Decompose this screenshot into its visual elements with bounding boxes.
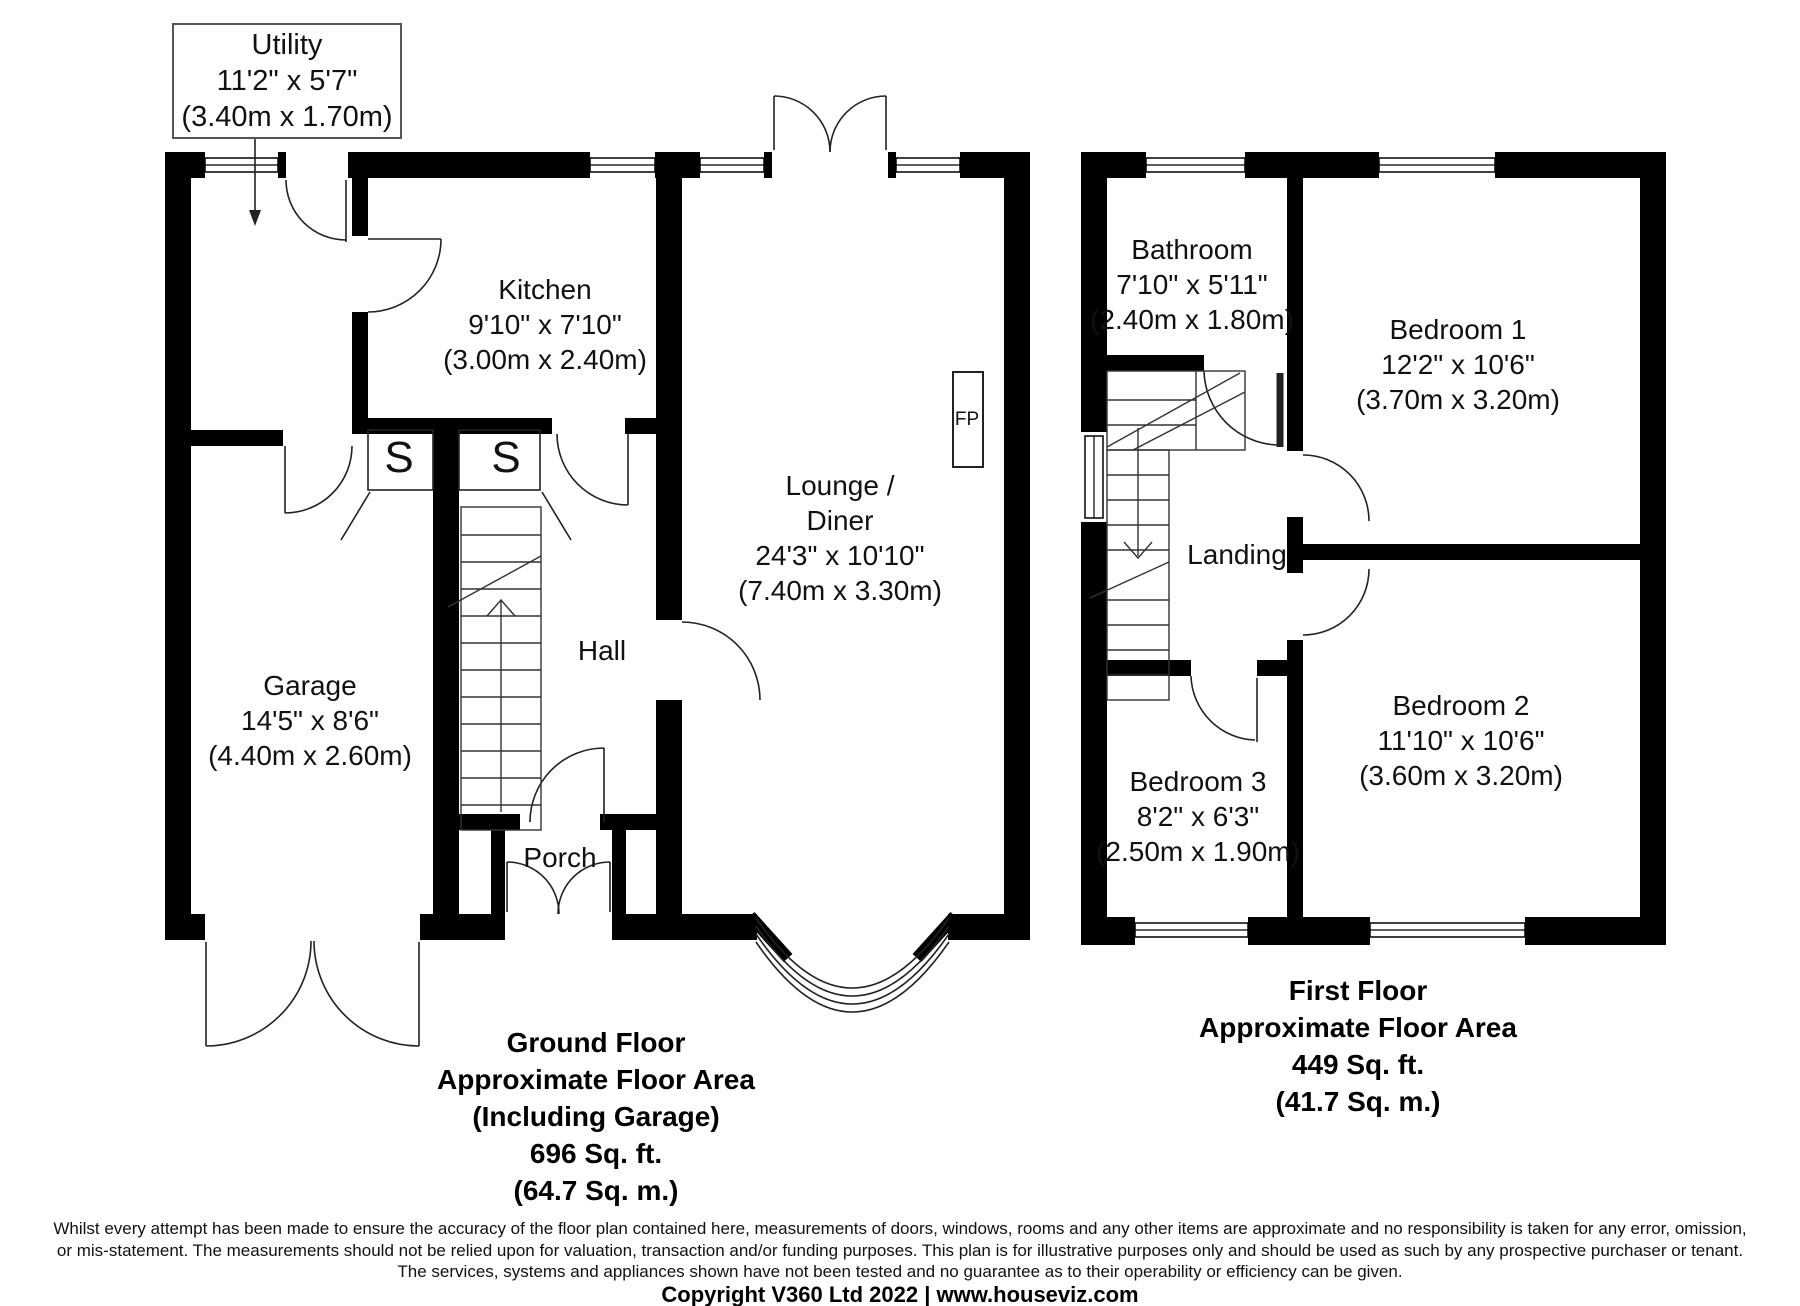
- room-label-bathroom: Bathroom 7'10" x 5'11" (2.40m x 1.80m): [1090, 232, 1294, 337]
- caption-line: (Including Garage): [472, 1101, 720, 1132]
- window-lounge-right: [895, 152, 961, 178]
- fireplace-label: FP: [954, 409, 980, 430]
- room-name: Bedroom 3: [1129, 766, 1267, 797]
- room-label-utility: Utility 11'2" x 5'7" (3.40m x 1.70m): [172, 23, 402, 139]
- room-size-imperial: 24'3" x 10'10": [755, 540, 925, 571]
- first-floor-windows: [1081, 152, 1526, 945]
- caption-line: Approximate Floor Area: [437, 1064, 755, 1095]
- ground-floor-stairs: [447, 506, 542, 831]
- window-kitchen: [589, 152, 656, 178]
- room-label-porch: Porch: [523, 840, 596, 875]
- caption-line: First Floor: [1288, 975, 1428, 1006]
- room-size-metric: (3.60m x 3.20m): [1359, 760, 1563, 791]
- room-label-landing: Landing: [1187, 537, 1287, 572]
- fireplace: [952, 371, 984, 468]
- room-label-bedroom1: Bedroom 1 12'2" x 10'6" (3.70m x 3.20m): [1356, 312, 1560, 417]
- disclaimer-text: Whilst every attempt has been made to en…: [0, 1218, 1800, 1283]
- caption-line: 696 Sq. ft.: [529, 1138, 663, 1169]
- room-name: Bedroom 2: [1392, 690, 1530, 721]
- disclaimer-line: The services, systems and appliances sho…: [397, 1262, 1403, 1281]
- window-bedroom2: [1369, 917, 1526, 945]
- window-bedroom3: [1134, 917, 1249, 945]
- room-size-metric: (2.40m x 1.80m): [1090, 304, 1294, 335]
- room-size-metric: (3.40m x 1.70m): [181, 101, 393, 133]
- ground-floor-doors: [205, 95, 887, 1047]
- room-size-metric: (3.00m x 2.40m): [443, 344, 647, 375]
- ground-floor-caption: Ground Floor Approximate Floor Area (Inc…: [437, 1024, 755, 1209]
- store-label-right: S: [491, 433, 521, 482]
- copyright-text: Copyright V360 Ltd 2022 | www.houseviz.c…: [661, 1282, 1139, 1306]
- room-name: Landing: [1187, 539, 1287, 570]
- room-size-imperial: 9'10" x 7'10": [468, 309, 622, 340]
- first-floor-walls: [1081, 152, 1666, 945]
- window-landing-side: [1081, 432, 1107, 522]
- first-floor-stairs: [1089, 370, 1246, 701]
- room-size-metric: (3.70m x 3.20m): [1356, 384, 1560, 415]
- stairs-up-arrow: [486, 598, 516, 812]
- storage-cupboards: [367, 429, 541, 491]
- room-name: Bathroom: [1131, 234, 1253, 265]
- room-size-metric: (7.40m x 3.30m): [738, 575, 942, 606]
- room-name: Lounge /: [785, 470, 895, 501]
- room-size-imperial: 11'2" x 5'7": [216, 65, 358, 97]
- disclaimer-line: Whilst every attempt has been made to en…: [53, 1219, 1747, 1238]
- room-name: Kitchen: [498, 274, 592, 305]
- disclaimer-line: or mis-statement. The measurements shoul…: [56, 1240, 1744, 1260]
- caption-line: (41.7 Sq. m.): [1275, 1086, 1441, 1117]
- window-bedroom1: [1378, 152, 1496, 178]
- room-label-garage: Garage 14'5" x 8'6" (4.40m x 2.60m): [208, 668, 412, 773]
- room-label-hall: Hall: [578, 633, 626, 668]
- window-utility: [204, 152, 279, 178]
- room-size-metric: (4.40m x 2.60m): [208, 740, 412, 771]
- room-label-bedroom2: Bedroom 2 11'10" x 10'6" (3.60m x 3.20m): [1359, 688, 1563, 793]
- window-bathroom: [1145, 152, 1246, 178]
- room-size-imperial: 7'10" x 5'11": [1116, 269, 1268, 300]
- room-size-imperial: 14'5" x 8'6": [240, 705, 379, 736]
- utility-leader-line: [249, 133, 261, 226]
- bay-window: [745, 911, 960, 1013]
- store-label-left: S: [384, 433, 414, 482]
- ground-floor-windows: [204, 152, 961, 178]
- ground-floor-walls: [165, 152, 1030, 940]
- room-name-line2: Diner: [806, 505, 874, 536]
- stairs-down-arrow: [1123, 428, 1153, 560]
- room-label-kitchen: Kitchen 9'10" x 7'10" (3.00m x 2.40m): [443, 272, 647, 377]
- room-name: Hall: [577, 635, 627, 666]
- window-lounge-left: [699, 152, 765, 178]
- room-name: Utility: [251, 29, 323, 61]
- caption-line: 449 Sq. ft.: [1291, 1049, 1425, 1080]
- room-label-bedroom3: Bedroom 3 8'2" x 6'3" (2.50m x 1.90m): [1096, 764, 1300, 869]
- room-label-lounge-diner: Lounge / Diner 24'3" x 10'10" (7.40m x 3…: [738, 468, 942, 608]
- room-name: Garage: [263, 670, 357, 701]
- room-size-metric: (2.50m x 1.90m): [1096, 836, 1300, 867]
- room-size-imperial: 8'2" x 6'3": [1136, 801, 1260, 832]
- caption-line: Ground Floor: [506, 1027, 686, 1058]
- caption-line: Approximate Floor Area: [1199, 1012, 1517, 1043]
- room-size-imperial: 11'10" x 10'6": [1377, 725, 1545, 756]
- caption-line: (64.7 Sq. m.): [513, 1175, 679, 1206]
- first-floor-doors: [1190, 370, 1370, 742]
- room-name: Porch: [523, 842, 597, 873]
- first-floor-caption: First Floor Approximate Floor Area 449 S…: [1199, 972, 1517, 1120]
- room-name: Bedroom 1: [1389, 314, 1527, 345]
- room-size-imperial: 12'2" x 10'6": [1381, 349, 1535, 380]
